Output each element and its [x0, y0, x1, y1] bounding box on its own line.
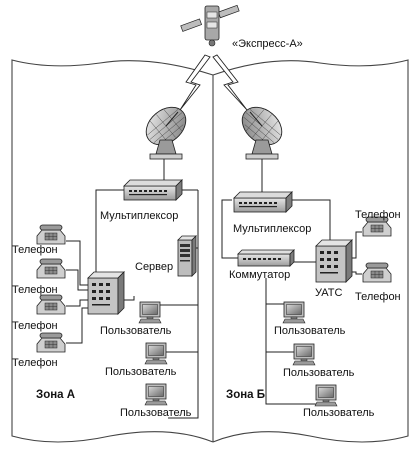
dish-b-icon — [234, 99, 290, 160]
user-a1-icon — [138, 301, 162, 324]
phone-b2-icon — [362, 262, 392, 283]
phone-a4-icon — [36, 332, 66, 353]
multiplexer-b-icon — [233, 191, 293, 213]
phone-a3-icon — [36, 294, 66, 315]
pbx-a-icon — [87, 271, 125, 315]
radio-link-left — [179, 54, 211, 111]
radio-link-right — [212, 54, 248, 111]
server-label: Сервер — [135, 261, 173, 273]
user-a3-icon — [144, 383, 168, 406]
left-page — [11, 59, 214, 443]
user-b3-icon — [314, 384, 338, 407]
pbx-b-icon — [315, 239, 353, 283]
user-b2-label: Пользователь — [283, 367, 355, 379]
satellite-label: «Экспресс-А» — [232, 38, 303, 50]
zone-b-label: Зона Б — [226, 389, 265, 401]
dish-a-icon — [138, 99, 194, 160]
user-a2-label: Пользователь — [105, 366, 177, 378]
phone-a2-label: Телефон — [12, 284, 58, 296]
phone-a2-icon — [36, 258, 66, 279]
phone-a1-label: Телефон — [12, 244, 58, 256]
user-b3-label: Пользователь — [303, 407, 375, 419]
zone-a-label: Зона А — [36, 389, 75, 401]
zone-a-wiring — [66, 159, 199, 419]
user-b1-label: Пользователь — [274, 325, 346, 337]
user-b2-icon — [292, 343, 316, 366]
server-icon — [177, 235, 197, 277]
multiplexer-a-icon — [123, 179, 183, 201]
multiplexer-b-label: Мультиплексор — [233, 223, 311, 235]
user-a1-label: Пользователь — [100, 325, 172, 337]
switch-icon — [237, 249, 295, 267]
phone-a4-label: Телефон — [12, 357, 58, 369]
satellite-icon — [180, 4, 240, 47]
phone-b1-label: Телефон — [355, 209, 401, 221]
switch-label: Коммутатор — [229, 269, 290, 281]
phone-a1-icon — [36, 224, 66, 245]
pbx-b-label: УАТС — [315, 287, 342, 299]
user-b1-icon — [282, 301, 306, 324]
user-a3-label: Пользователь — [120, 407, 192, 419]
phone-a3-label: Телефон — [12, 320, 58, 332]
user-a2-icon — [144, 342, 168, 365]
multiplexer-a-label: Мультиплексор — [100, 210, 178, 222]
right-page — [212, 59, 409, 443]
zone-b-wiring — [221, 159, 362, 405]
phone-b2-label: Телефон — [355, 291, 401, 303]
